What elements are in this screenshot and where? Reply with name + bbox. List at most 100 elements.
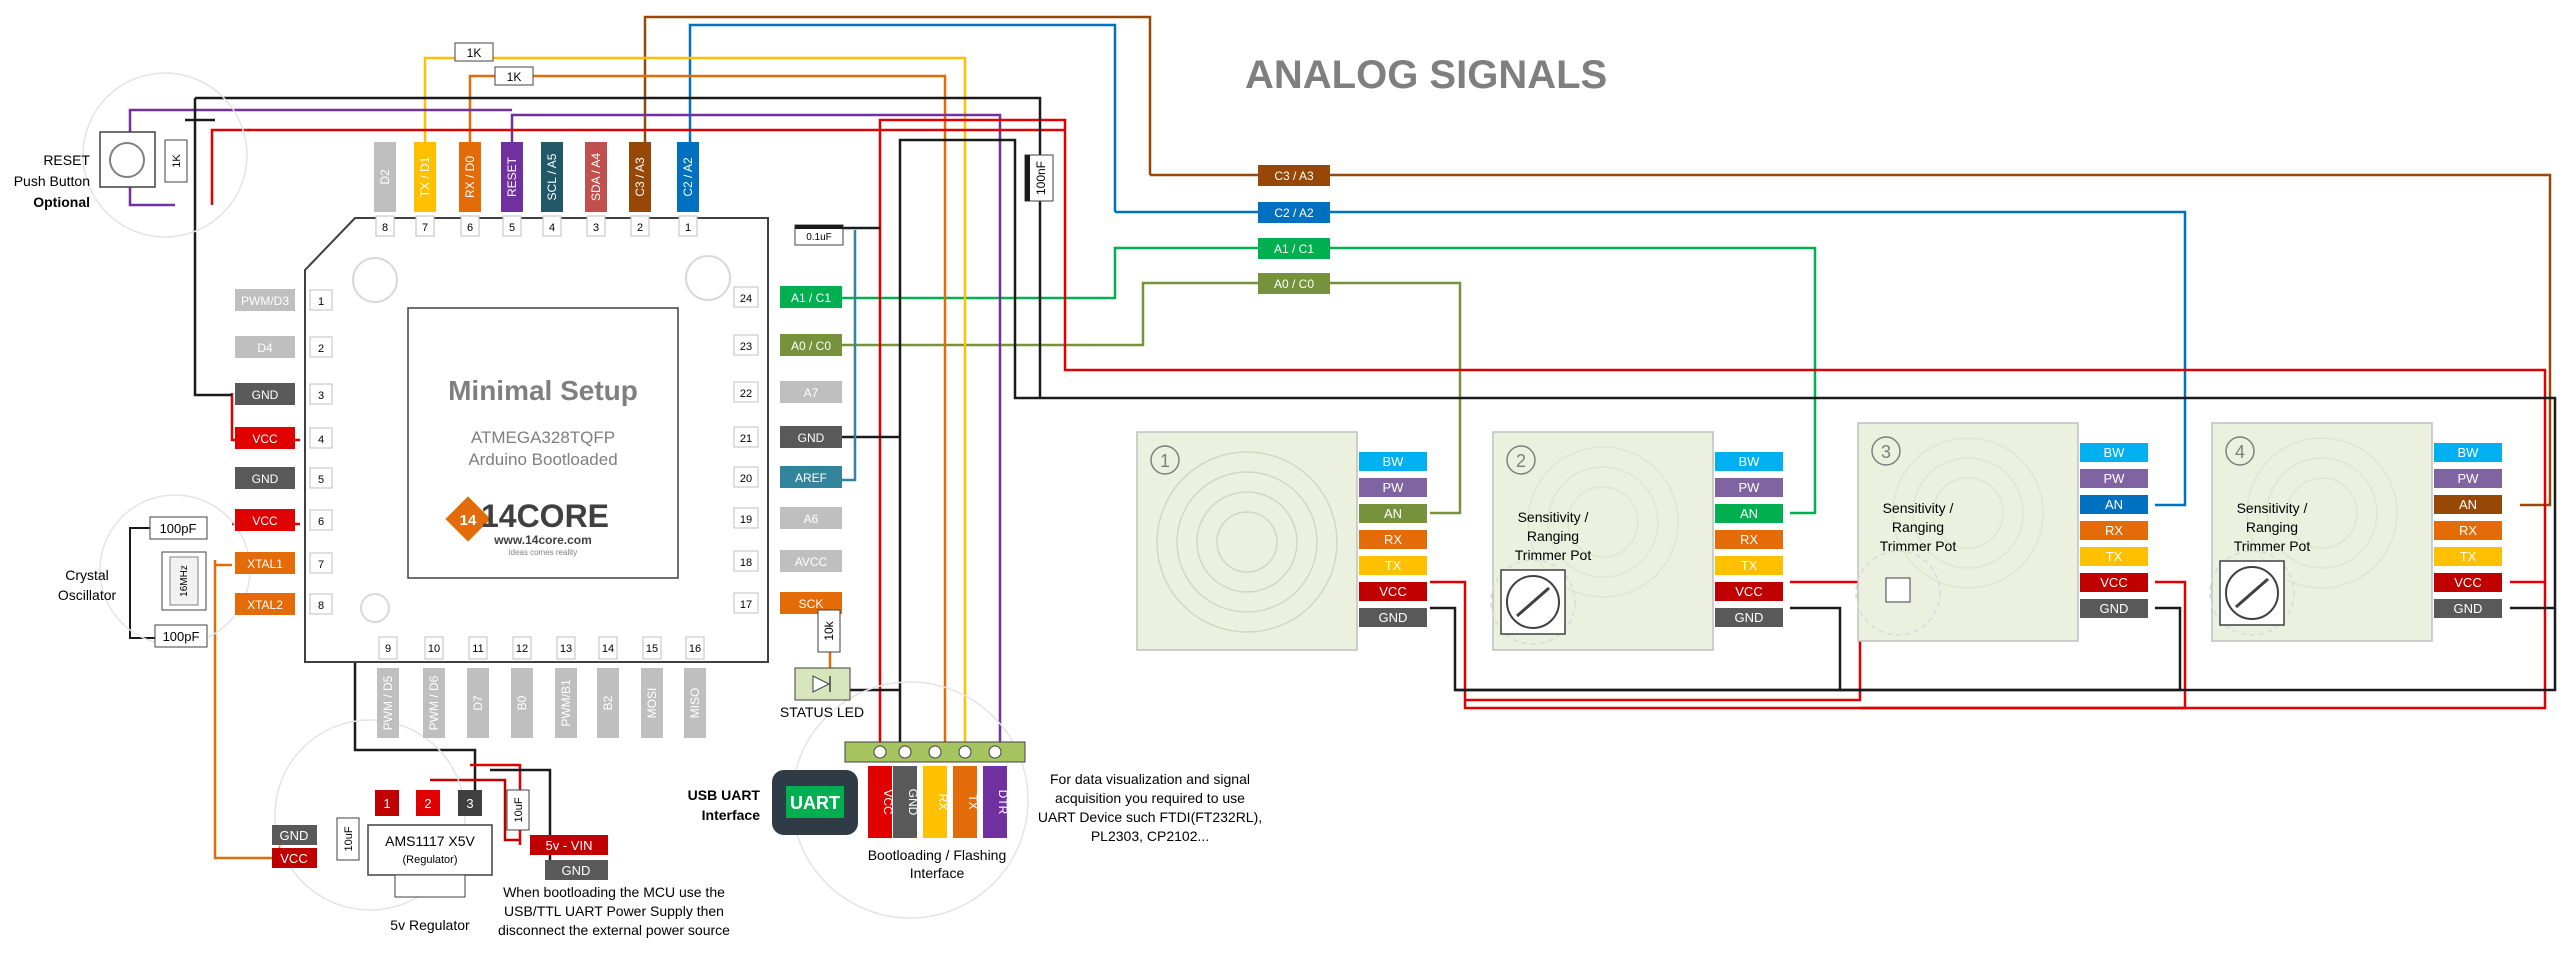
pin-top-number-box	[586, 215, 606, 237]
trimmer-pot-icon	[1885, 577, 1911, 603]
pin-right-number: 23	[740, 341, 752, 353]
pin-top-number: 3	[593, 222, 599, 234]
pin-top-label: RX / D0	[463, 156, 477, 198]
capacitor-label: 100pF	[160, 521, 197, 536]
pin-bottom-label: B2	[601, 695, 615, 710]
sensor-pin-label: TX	[2460, 549, 2477, 564]
pin-top-block	[414, 142, 436, 212]
transducer-ring-icon	[1892, 437, 2044, 589]
sensor-number-circle	[1506, 445, 1536, 475]
resistor-10k	[817, 609, 841, 653]
pin-top-number-box	[542, 215, 562, 237]
pot-label: Trimmer Pot	[1515, 547, 1592, 563]
reset-button-icon	[109, 142, 145, 178]
pin-top-block	[501, 142, 523, 212]
transducer-ring-icon	[2286, 477, 2358, 549]
capacitor-100pf	[149, 516, 208, 540]
pin-left-number: 2	[318, 343, 324, 355]
pin-right-number-box	[733, 286, 759, 308]
sensor-pin-label: BW	[2458, 445, 2480, 460]
mcu-heading: Minimal Setup	[448, 375, 638, 406]
pin-right-block	[780, 334, 842, 356]
uart-title: USB UART	[688, 787, 761, 803]
sensor-pin-label: PW	[2458, 471, 2480, 486]
crystal-inner	[169, 556, 199, 606]
capacitor-band	[795, 225, 843, 229]
regulator-sub: (Regulator)	[402, 854, 457, 866]
wire-dtr	[510, 113, 1002, 745]
pin-bottom-number-box	[642, 636, 662, 660]
resistor-label: 10k	[822, 620, 836, 640]
transducer-ring-icon	[1176, 471, 1318, 613]
wire-gnd	[1455, 606, 1842, 692]
pin-bottom-block	[684, 668, 706, 738]
pin-bottom-number: 10	[428, 643, 440, 655]
pin-left-number: 5	[318, 474, 324, 486]
wire-gnd	[195, 96, 1042, 398]
capacitor-label: 10uF	[343, 826, 355, 851]
pin-right-number-box	[733, 592, 759, 614]
pin-top-number: 2	[637, 222, 643, 234]
transducer-ring-icon	[1912, 457, 2024, 569]
pin-bottom-block	[467, 668, 489, 738]
pin-bottom-number: 13	[560, 643, 572, 655]
pin-top-block	[374, 142, 396, 212]
reg-pin-label: 1	[383, 796, 390, 811]
mcu-chip-name: ATMEGA328TQFP	[471, 428, 615, 447]
sensor-pin-label: GND	[2100, 601, 2129, 616]
uart-pin-label: RX	[936, 794, 950, 811]
pin-bottom-number-box	[598, 636, 618, 660]
pin-bottom-block	[597, 668, 619, 738]
pin-top-number: 1	[685, 222, 691, 234]
logo-url: www.14core.com	[493, 533, 592, 547]
pin-right-number: 21	[740, 433, 752, 445]
resistor	[454, 42, 494, 62]
pin-top-number-box	[630, 215, 650, 237]
pin-bottom-number: 14	[602, 643, 614, 655]
pin-right-label: AVCC	[795, 555, 828, 569]
sensor-pin-label: AN	[2459, 497, 2477, 512]
pin-bottom-number: 11	[472, 643, 483, 655]
transducer-ring-icon	[1527, 446, 1679, 598]
sensor-pin-label: RX	[1740, 532, 1758, 547]
pot-label: Ranging	[1892, 519, 1944, 535]
pin-bottom-label: D7	[471, 695, 485, 711]
wire-gnd	[1840, 606, 2182, 692]
sensor-pin-block	[1359, 452, 1427, 471]
signal-label: A0 / C0	[1274, 277, 1314, 291]
pin-left-label: VCC	[252, 432, 278, 446]
mcu-corner-dot	[685, 255, 731, 301]
regulator-caption: 5v Regulator	[390, 917, 470, 933]
signal-label-box	[1258, 165, 1330, 186]
mcu-corner-dot	[360, 593, 390, 623]
wire-gnd	[193, 98, 232, 397]
pin-bottom-block	[555, 668, 577, 738]
pin-bottom-number: 9	[385, 643, 391, 655]
wire-gnd	[129, 527, 155, 639]
sensor-pin-block	[1715, 504, 1783, 523]
uart-pin-block	[953, 766, 977, 838]
pin-right-number: 17	[740, 599, 752, 611]
sensor-pin-label: TX	[1385, 558, 1402, 573]
sensor-pin-block	[2080, 443, 2148, 462]
gnd-out-box	[545, 860, 608, 880]
pin-right-label: A7	[804, 386, 819, 400]
pin-bottom-block	[377, 668, 399, 738]
pin-left-block	[235, 467, 295, 489]
sensor-pin-block	[2080, 573, 2148, 592]
sensor-pin-block	[2434, 599, 2502, 618]
pin-right-block	[780, 466, 842, 488]
sensor-pin-block	[2080, 599, 2148, 618]
wire-c3-a3	[643, 15, 1152, 175]
uart-badge-label: UART	[790, 793, 840, 813]
uart-pin-block	[923, 766, 947, 838]
pin-right-block	[780, 507, 842, 529]
trimmer-pot-slot-icon	[2235, 577, 2269, 609]
power-note: When bootloading the MCU use the	[503, 884, 725, 900]
pin-left-label: PWM/D3	[241, 294, 289, 308]
reg-pin-label: 2	[424, 796, 431, 811]
